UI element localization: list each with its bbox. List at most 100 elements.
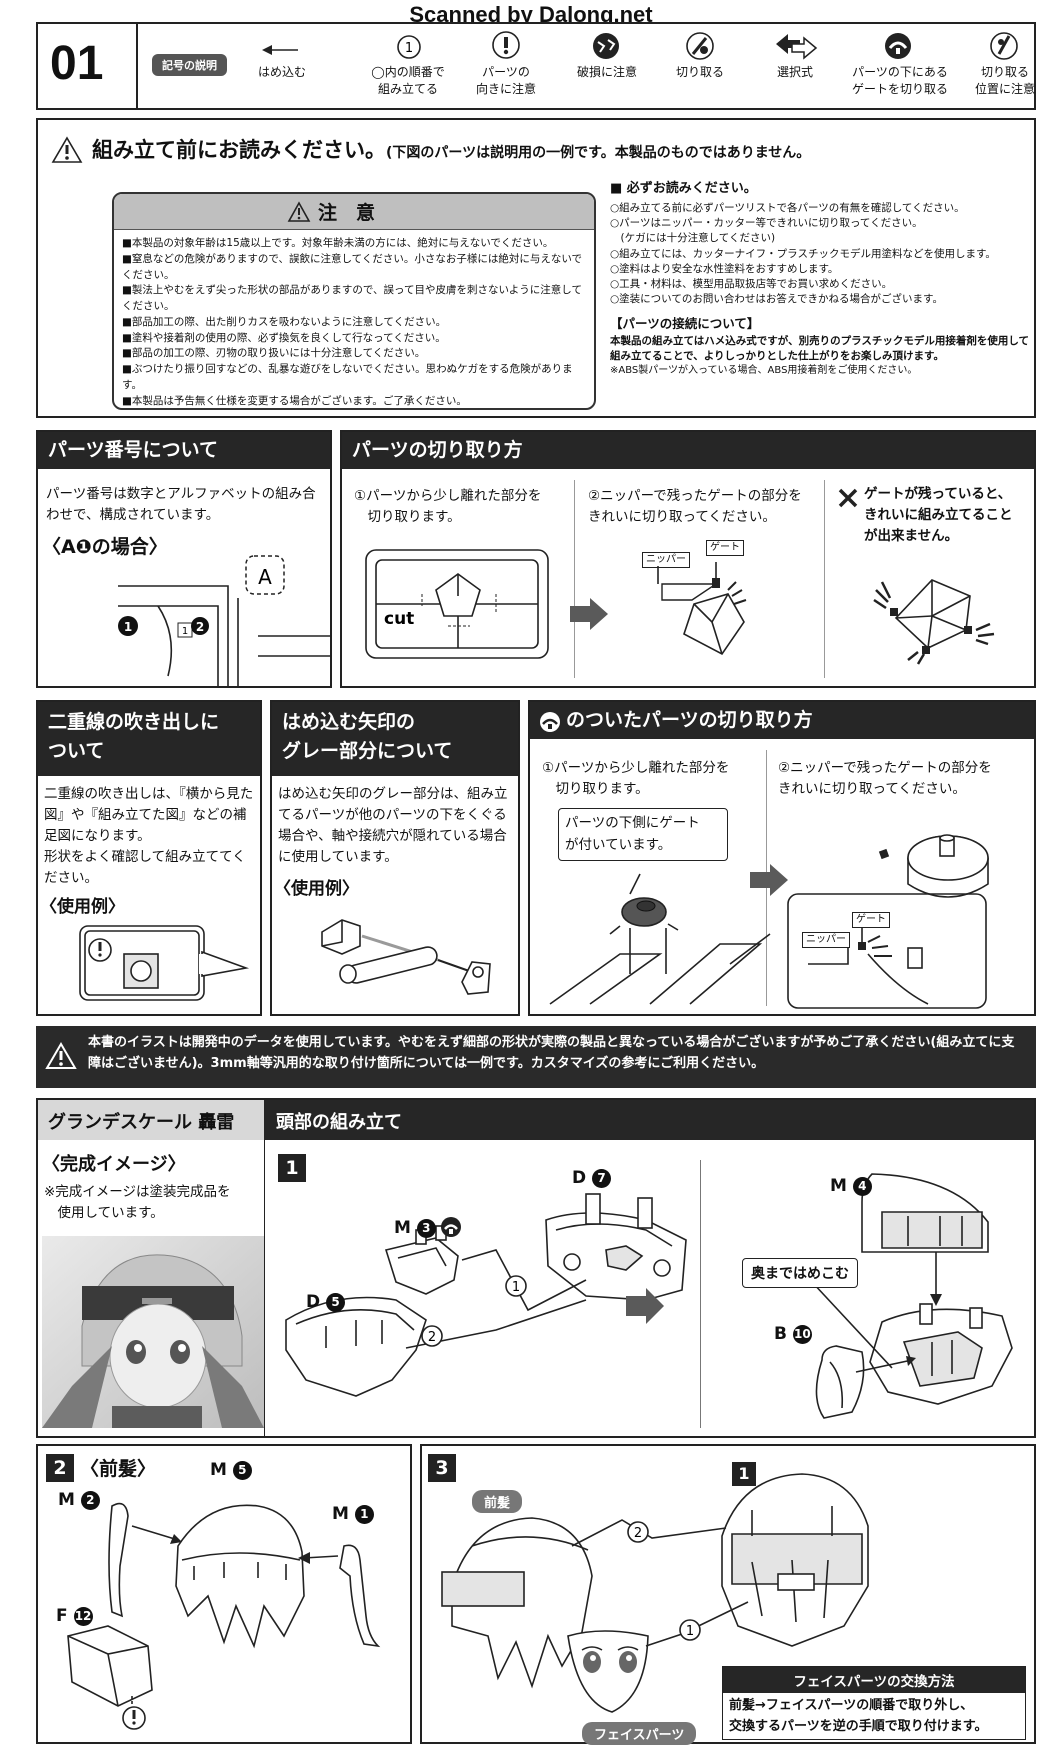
symbol-label-direction: パーツの 向きに注意 <box>475 65 536 97</box>
cutting-step1: ①パーツから少し離れた部分を 切り取ります。 <box>354 488 542 525</box>
gate-under-title: のついたパーツの切り取り方 <box>566 709 813 731</box>
must-read-title: ■ 必ずお読みください。 <box>610 181 757 196</box>
gate-under-step2: ②ニッパーで残ったゲートの部分を きれいに切り取ってください。 <box>778 760 992 797</box>
symbol-label-order: ◯内の順番で 組み立てる <box>371 65 445 97</box>
caution-item: ■製法上やむをえず尖った形状の部品がありますので、誤って目や皮膚を刺さないように… <box>122 284 582 312</box>
double-line-title: 二重線の吹き出しに ついて <box>38 702 260 776</box>
step1-assembled-diagram <box>811 1173 1013 1419</box>
connection-title: 【パーツの接続について】 <box>610 316 760 332</box>
must-read-item: ○塗料はより安全な水性塗料をおすすめします。 <box>610 262 839 275</box>
cutting-step2-diagram <box>657 562 747 656</box>
symbol-label-cut-position: 切り取る 位置に注意 <box>974 65 1035 97</box>
caution-item: ■本製品は予告無く仕様を変更する場合がございます。ご了承ください。 <box>122 394 467 407</box>
must-read-item: ○塗装についてのお問い合わせはお答えできかねる場合がございます。 <box>610 293 943 306</box>
must-read-item: ○工具・材料は、模型用品取扱店等でお買い求めください。 <box>610 277 893 290</box>
circled-number-text: 1 <box>405 41 413 56</box>
runner-letter: A <box>258 565 272 589</box>
must-read-item: ○パーツはニッパー・カッター等できれいに切り取ってください。 <box>610 217 923 230</box>
legend-label: 記号の説明 <box>152 54 227 76</box>
step2-number: 2 <box>46 1454 74 1482</box>
step2-title: 〈前髪〉 <box>80 1458 157 1480</box>
cutting-warning-diagram <box>873 579 995 665</box>
face-swap-text: 前髪→フェイスパーツの順番で取り外し、 交換するパーツを逆の手順で取り付けます。 <box>729 1698 988 1734</box>
step3-ref-badge: 1 <box>732 1462 756 1486</box>
part-m1: M 1 <box>332 1504 374 1524</box>
gate-under-step1-diagram <box>549 873 771 1005</box>
connection-note: ※ABS製パーツが入っている場合、ABS用接着剤をご使用ください。 <box>610 364 918 376</box>
part-m4: M 4 <box>830 1176 872 1196</box>
step3-diagram: 2 1 <box>441 1473 869 1713</box>
warning-triangle-icon <box>45 1042 77 1069</box>
cutting-section: パーツの切り取り方 ①パーツから少し離れた部分を 切り取ります。 cut ②ニッ… <box>340 430 1036 688</box>
part-m2: M 2 <box>58 1490 100 1510</box>
symbol-label-breakage: 破損に注意 <box>576 65 637 79</box>
step1-callout: 奥まではめこむ <box>742 1258 858 1288</box>
warning-triangle-icon <box>287 201 311 222</box>
gate-under-step1: ①パーツから少し離れた部分を 切り取ります。 <box>542 760 730 797</box>
must-read-item: (ケガには十分注意してください) <box>610 232 776 245</box>
caution-box: 注 意 ■本製品の対象年齢は15歳以上です。対象年齢未満の方には、絶対に与えない… <box>112 192 596 410</box>
step2-section: 2 〈前髪〉 M 5 M 2 M 1 F 12 <box>36 1444 412 1744</box>
double-line-text: 二重線の吹き出しは、『横から見た図』や『組み立てた図』などの補足図になります。 … <box>44 786 254 886</box>
finished-image-note: ※完成イメージは塗装完成品を 使用しています。 <box>44 1184 231 1221</box>
runner-example-diagram: A 1 1 2 <box>118 555 330 686</box>
gray-arrow-text: はめ込む矢印のグレー部分は、組み立てるパーツが他のパーツの下をくぐる場合や、軸や… <box>278 786 508 865</box>
gate-under-section: のついたパーツの切り取り方 ①パーツから少し離れた部分を 切り取ります。 パーツ… <box>528 700 1036 1016</box>
section-title: 頭部の組み立て <box>264 1100 1034 1140</box>
step3-order1: 1 <box>686 1624 694 1639</box>
part-f12: F 12 <box>56 1606 93 1626</box>
nipper-tag: ニッパー <box>642 552 690 568</box>
cutting-step1-diagram: cut <box>365 549 549 659</box>
cut-icon <box>686 32 714 60</box>
choice-arrow-icon <box>776 34 818 60</box>
gate-under-callout: パーツの下側にゲート が付いています。 <box>558 808 728 862</box>
gray-arrow-diagram <box>321 919 491 995</box>
caution-item: ■本製品の対象年齢は15歳以上です。対象年齢未満の方には、絶対に与えないでくださ… <box>122 237 554 249</box>
cutting-warning: ゲートが残っていると、 きれいに組み立てること が出来ません。 <box>864 486 1013 544</box>
part-number-title: パーツ番号について <box>38 432 330 469</box>
must-read-block: ■ 必ずお読みください。 ○組み立てる前に必ずパーツリストで各パーツの有無を確認… <box>610 180 1030 378</box>
caution-item: ■ぶつけたり振り回すなどの、乱暴な遊びをしないでください。思わぬケガをする危険が… <box>122 363 573 391</box>
gate-tag: ゲート <box>706 540 744 556</box>
cutting-title: パーツの切り取り方 <box>342 432 1034 469</box>
part-d7: D 7 <box>572 1168 612 1188</box>
caution-item: ■部品の加工の際、刃物の取り扱いには十分注意してください。 <box>122 347 426 360</box>
gate-cut-icon <box>885 33 911 59</box>
step1-number: 1 <box>278 1154 306 1182</box>
step1-diagram: 1 2 <box>285 1193 687 1397</box>
caution-item: ■窒息などの危険がありますので、誤飲に注意してください。小さなお子様には絶対に与… <box>122 252 583 281</box>
nipper-tag: ニッパー <box>802 932 850 948</box>
gray-arrow-section: はめ込む矢印の グレー部分について はめ込む矢印のグレー部分は、組み立てるパーツ… <box>270 700 520 1016</box>
symbol-label-cut: 切り取る <box>675 65 724 79</box>
runner-num2: 2 <box>196 620 204 634</box>
face-swap-title: フェイスパーツの交換方法 <box>723 1667 1025 1693</box>
part-m5: M 5 <box>210 1460 252 1480</box>
warning-triangle-icon <box>51 136 83 163</box>
runner-num1-small: 1 <box>182 626 188 637</box>
symbol-label-choice: 選択式 <box>776 65 813 79</box>
caution-section: 組み立て前にお読みください。(下図のパーツは説明用の一例です。本製品のものではあ… <box>36 118 1036 418</box>
arrow-right-icon <box>570 598 608 630</box>
cutting-step2: ②ニッパーで残ったゲートの部分を きれいに切り取ってください。 <box>588 488 802 525</box>
double-line-example: 〈使用例〉 <box>40 897 125 917</box>
finished-image-title: 〈完成イメージ〉 <box>42 1154 186 1175</box>
cross-icon <box>838 488 858 508</box>
gray-arrow-example: 〈使用例〉 <box>274 879 359 899</box>
gate-under-step2-diagram <box>787 834 989 1009</box>
gate-tag: ゲート <box>852 912 890 928</box>
caution-list: ■本製品の対象年齢は15歳以上です。対象年齢未満の方には、絶対に与えないでくださ… <box>122 236 588 408</box>
notice-text: 本書のイラストは開発中のデータを使用しています。やむをえず細部の形状が実際の製品… <box>88 1035 1015 1072</box>
step2-diagram <box>67 1502 381 1730</box>
must-read-item: ○組み立てる前に必ずパーツリストで各パーツの有無を確認してください。 <box>610 201 965 214</box>
part-number-section: パーツ番号について パーツ番号は数字とアルファベットの組み合わせで、構成されてい… <box>36 430 332 688</box>
must-read-item: ○組み立てには、カッターナイフ・プラスチックモデル用塗料などを使用します。 <box>610 247 996 260</box>
part-number-example: 〈A❶の場合〉 <box>42 536 168 558</box>
caution-item: ■部品加工の際、出た削りカスを吸わないように注意してください。 <box>122 315 447 328</box>
symbol-legend-bar: 01 記号の説明 1 はめ込む ◯内の順番で 組み立てる パーツの 向きに注意 … <box>36 22 1036 110</box>
page-number: 01 <box>50 37 104 90</box>
caution-item: ■塗料や接着剤の使用の際、必ず換気を良くして行なってください。 <box>122 331 446 344</box>
step3-section: 3 前髪 1 2 1 フェイスパーツ フェイスパーツの交換方法 前髪→フェイスパ… <box>420 1444 1036 1745</box>
bangs-label: 前髪 <box>472 1490 523 1513</box>
breakage-icon <box>593 33 619 59</box>
step3-number: 3 <box>428 1454 456 1482</box>
